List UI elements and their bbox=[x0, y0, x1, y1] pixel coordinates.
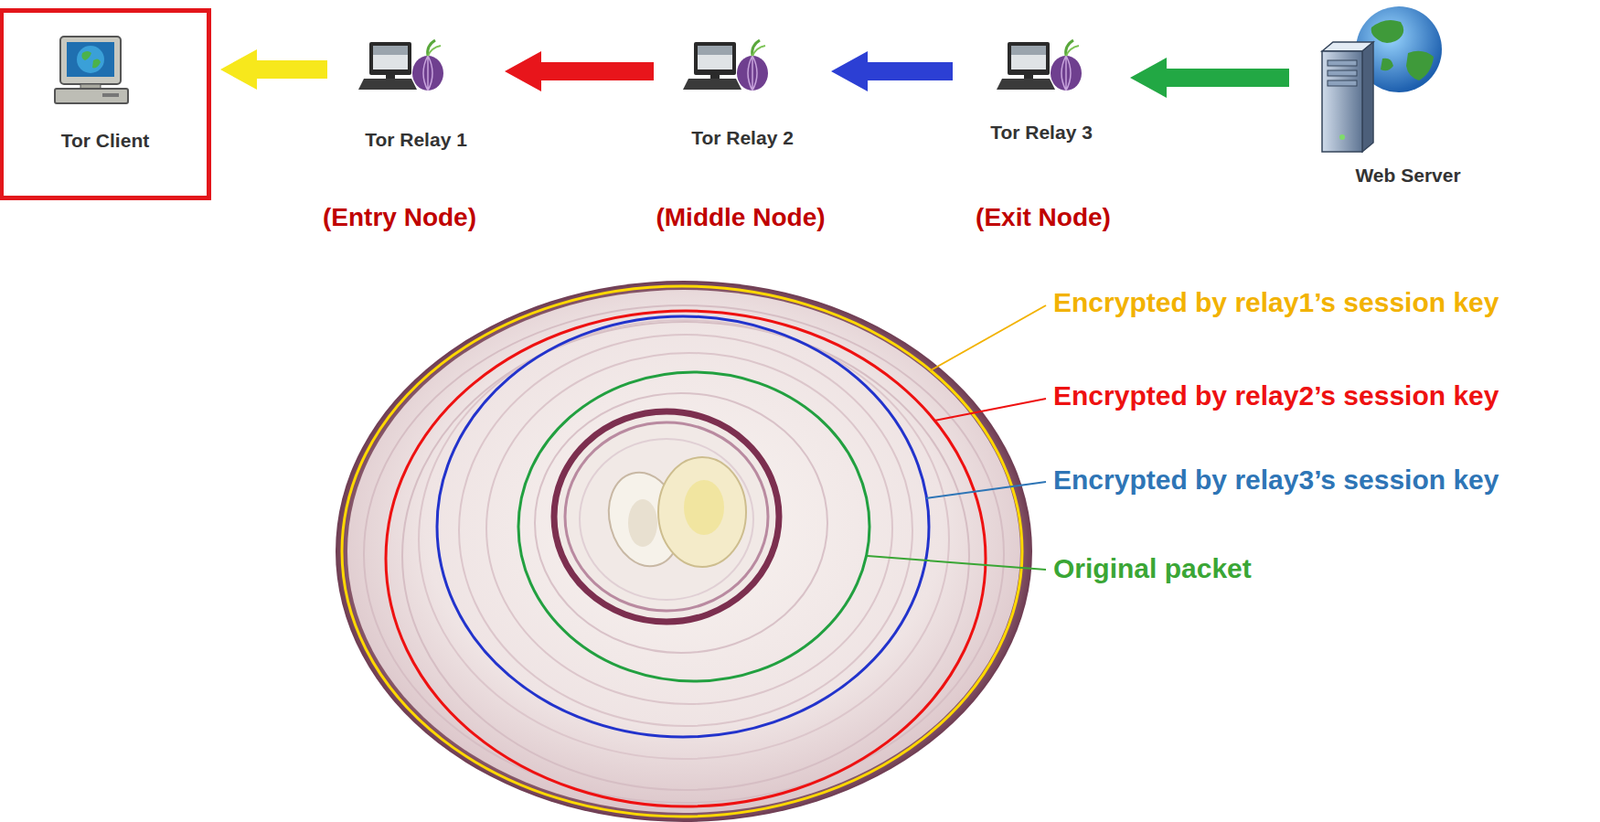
onion-core bbox=[628, 499, 658, 547]
node-label: Web Server bbox=[1298, 164, 1518, 187]
onion-layer bbox=[418, 320, 950, 759]
flow-arrow bbox=[220, 49, 328, 90]
flow-arrow bbox=[504, 51, 654, 92]
onion-layer bbox=[458, 334, 913, 726]
relay-icon bbox=[996, 40, 1082, 91]
power-led bbox=[1339, 134, 1345, 140]
server-side bbox=[1362, 42, 1374, 152]
onion-core bbox=[658, 457, 747, 567]
onion-layer bbox=[486, 352, 893, 704]
leader-line bbox=[867, 555, 1046, 570]
node-label: Tor Relay 2 bbox=[662, 127, 822, 150]
relay-node: Tor Relay 1 bbox=[336, 27, 496, 151]
node-role: (Exit Node) bbox=[975, 202, 1111, 233]
layer-callout: Encrypted by relay3’s session key bbox=[1053, 464, 1500, 497]
onion-core bbox=[683, 480, 725, 535]
onion-skin bbox=[335, 280, 1033, 822]
leader-line bbox=[930, 305, 1046, 371]
onion-layer bbox=[363, 305, 1004, 803]
globe-land bbox=[1371, 20, 1434, 81]
layer-ring bbox=[518, 372, 870, 682]
node-label: Tor Relay 1 bbox=[336, 128, 496, 151]
client-screen bbox=[66, 42, 115, 77]
node-role: (Entry Node) bbox=[322, 202, 477, 233]
layer-callout: Encrypted by relay1’s session key bbox=[1053, 287, 1500, 320]
leader-line bbox=[934, 398, 1046, 421]
leader-line bbox=[926, 481, 1046, 499]
node-label: Tor Relay 3 bbox=[961, 121, 1121, 144]
layer-callout: Original packet bbox=[1053, 553, 1252, 586]
drive-bay bbox=[1327, 80, 1357, 86]
layer-ring bbox=[437, 316, 929, 737]
onion-layer bbox=[579, 438, 754, 600]
client-drive bbox=[102, 93, 119, 97]
server-front bbox=[1322, 51, 1363, 152]
onion-inner-ring bbox=[554, 411, 779, 622]
relay-icon bbox=[358, 40, 444, 91]
onion-flesh bbox=[347, 289, 1021, 813]
flow-arrow bbox=[1130, 57, 1290, 98]
relay-icon bbox=[682, 40, 768, 91]
onion-layer bbox=[534, 393, 828, 653]
server-node: Web Server bbox=[1298, 27, 1518, 187]
client-box: Tor Client bbox=[0, 8, 212, 201]
drive-bay bbox=[1327, 70, 1357, 76]
onion-inner-ring bbox=[565, 422, 768, 611]
client-monitor bbox=[60, 36, 121, 85]
screen-globe bbox=[76, 45, 105, 74]
relay-node: Tor Relay 3 bbox=[961, 27, 1121, 144]
layer-callout: Encrypted by relay2’s session key bbox=[1053, 380, 1500, 413]
layer-ring bbox=[341, 286, 1023, 817]
globe-land bbox=[81, 51, 101, 68]
node-role: (Middle Node) bbox=[655, 202, 825, 233]
relay-node: Tor Relay 2 bbox=[662, 27, 822, 150]
node-label: Tor Client bbox=[3, 129, 207, 152]
drive-bay bbox=[1327, 60, 1357, 66]
flow-arrow bbox=[831, 51, 953, 92]
client-base bbox=[54, 88, 128, 104]
